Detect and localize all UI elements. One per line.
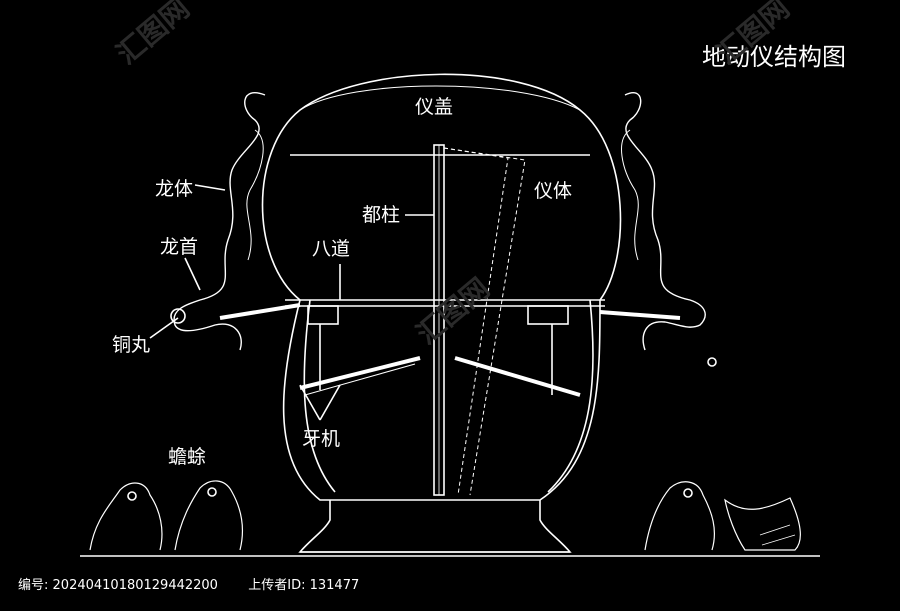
vessel-base (298, 500, 572, 553)
footer-id-label: 编号: (18, 578, 49, 593)
label-body: 仪体 (534, 180, 573, 202)
diagram-title: 地动仪结构图 (702, 43, 846, 71)
footer-uploader-value: 131477 (309, 578, 360, 593)
footer: 编号: 20240410180129442200 上传者ID: 131477 (18, 574, 359, 593)
vessel-inner (303, 299, 594, 493)
toad-right-2 (724, 497, 802, 551)
left-dragon (173, 92, 266, 351)
footer-id-value: 20240410180129442200 (52, 578, 218, 593)
footer-uploader-label: 上传者ID: (248, 578, 306, 593)
label-central-pillar: 都柱 (362, 204, 401, 226)
label-eight-paths: 八道 (312, 238, 351, 260)
toad-left-1 (89, 482, 163, 551)
label-copper-ball: 铜丸 (112, 334, 151, 356)
label-dragon-head: 龙首 (160, 236, 199, 258)
toad-right-1 (644, 481, 715, 551)
toad-left-2 (174, 480, 243, 551)
label-dragon-body: 龙体 (155, 178, 194, 200)
label-tooth-mechanism: 牙机 (302, 428, 341, 450)
label-cover: 仪盖 (415, 96, 454, 118)
right-dragon (624, 92, 706, 351)
label-toad: 蟾蜍 (168, 446, 207, 468)
vessel-outline (261, 73, 622, 501)
